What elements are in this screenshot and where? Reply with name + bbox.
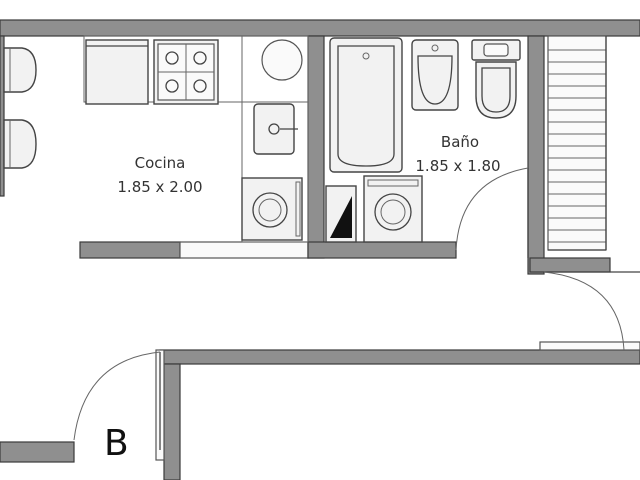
burner-icon [165, 79, 179, 93]
walls [0, 19, 640, 480]
kitchen-bottom-wall-left [79, 241, 181, 259]
bath-stair-partition [527, 35, 545, 275]
fridge [85, 39, 149, 105]
stairs [547, 35, 607, 251]
bath-bottom-wall [307, 241, 457, 259]
kitchen-dimensions: 1.85 x 2.00 [117, 178, 202, 196]
chair-top [3, 47, 37, 93]
middle-wall-sill [539, 341, 640, 351]
drain-icon [268, 123, 280, 135]
kitchen-bath-partition [307, 35, 325, 259]
chairs [3, 47, 37, 169]
bottom-left-wall [0, 441, 75, 463]
toilet-bowl [475, 61, 517, 119]
kitchen-name: Cocina [135, 154, 186, 172]
bidet [411, 39, 459, 111]
burner-icon [165, 51, 179, 65]
bathtub [329, 37, 403, 173]
bath-name: Baño [441, 133, 479, 151]
middle-wall [159, 349, 640, 365]
tub-drain-icon [362, 52, 370, 60]
burner-icon [193, 51, 207, 65]
kitchen-fixtures [83, 35, 309, 243]
top-wall [0, 19, 640, 37]
lower-room-left-wall [163, 363, 181, 480]
burner-icon [193, 79, 207, 93]
doors [73, 167, 640, 450]
kitchen-counter-edge [179, 241, 309, 259]
washing-machine [241, 177, 303, 241]
unit-letter: B [104, 423, 129, 464]
left-edge-wall [0, 35, 5, 197]
stair-bottom-wall [529, 257, 611, 273]
bath-fixtures [325, 37, 521, 243]
round-bin [261, 39, 303, 81]
bath-door-swing [455, 167, 529, 251]
side-counter [241, 35, 309, 243]
bath-dimensions: 1.85 x 1.80 [415, 157, 500, 175]
chair-bottom [3, 119, 37, 169]
staircase [547, 35, 607, 251]
entrance-door-swing [73, 351, 161, 441]
bath-washer [363, 175, 423, 243]
corridor-door-swing [543, 271, 625, 351]
